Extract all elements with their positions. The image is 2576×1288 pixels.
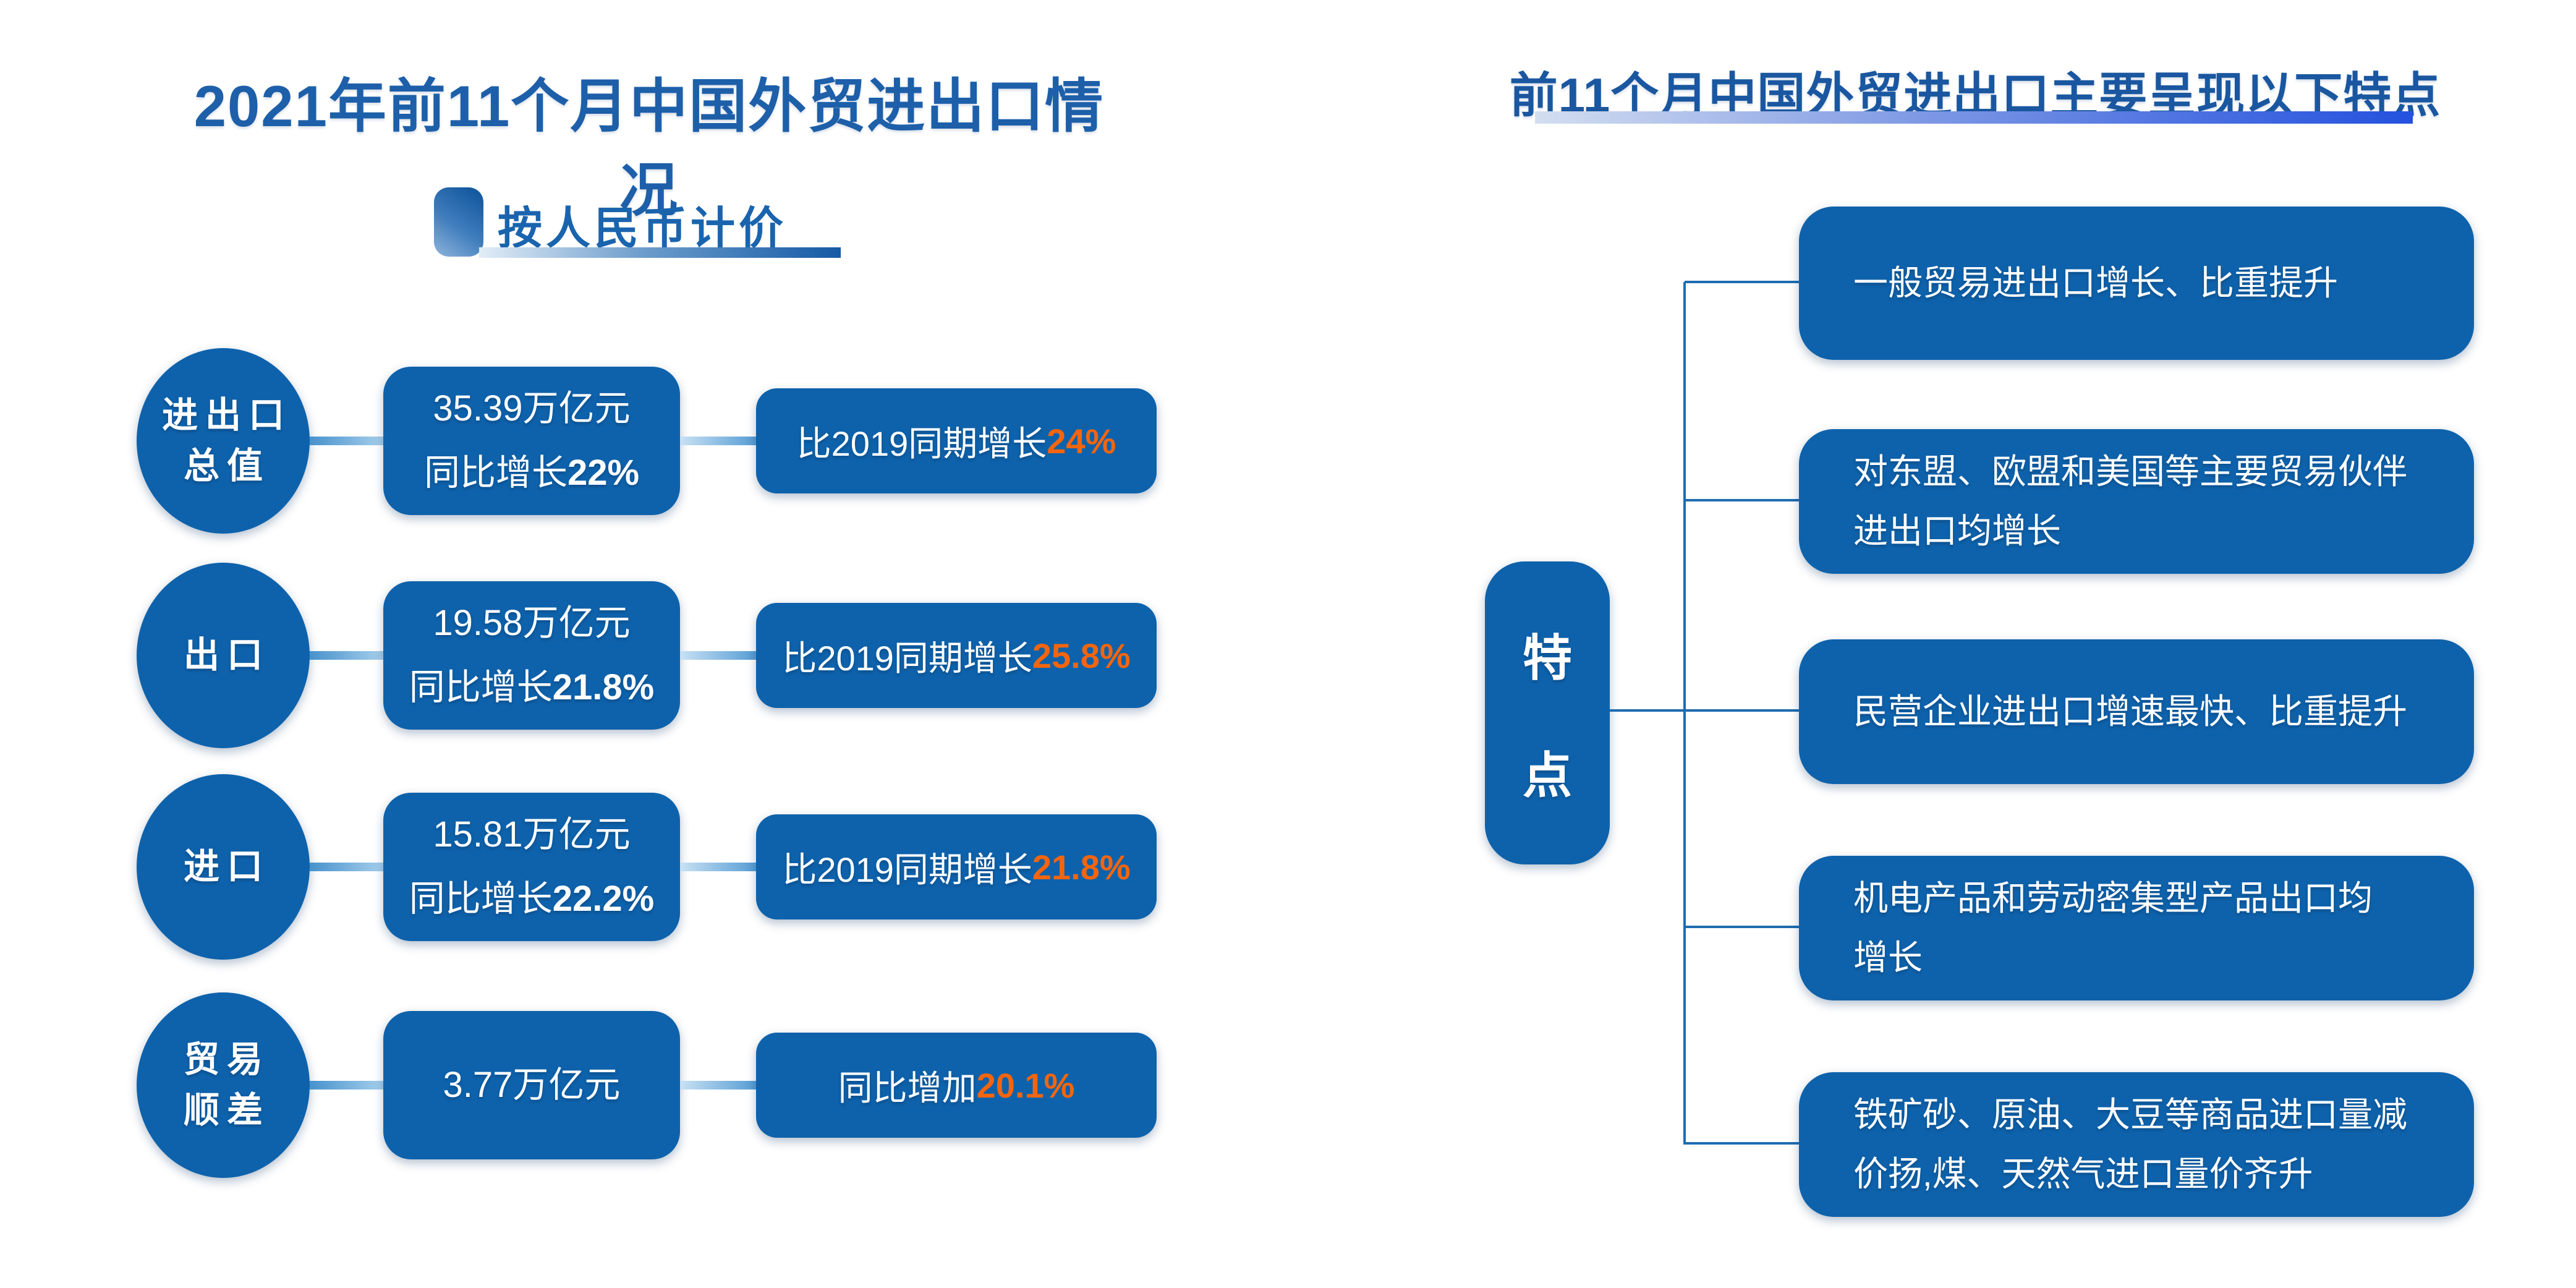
rmb-badge-label: 按人民币计价 bbox=[498, 204, 788, 254]
value-box-surplus: 3.77万亿元 bbox=[383, 1011, 680, 1159]
feature-text-line: 价扬,煤、天然气进口量价齐升 bbox=[1853, 1154, 2313, 1193]
trade-category-circle-surplus: 贸易 顺差 bbox=[137, 992, 310, 1178]
feature-stub-line bbox=[1610, 709, 1799, 712]
value-yoy-number: 22.2% bbox=[552, 879, 655, 919]
feature-stub-line bbox=[1685, 926, 1799, 928]
value-amount: 35.39万亿元 bbox=[433, 388, 631, 429]
feature-stub-line bbox=[1685, 281, 1799, 283]
value-yoy-prefix: 同比增长 bbox=[423, 453, 567, 493]
feature-text-line: 增长 bbox=[1853, 938, 1923, 977]
value-amount: 19.58万亿元 bbox=[433, 603, 631, 643]
feature-text-line: 铁矿砂、原油、大豆等商品进口量减 bbox=[1853, 1095, 2407, 1134]
feature-text-line: 民营企业进出口增速最快、比重提升 bbox=[1853, 692, 2407, 731]
trade-category-circle-import: 进口 bbox=[137, 774, 310, 960]
value-amount: 3.77万亿元 bbox=[443, 1065, 621, 1105]
connector-value-to-comparison bbox=[680, 651, 756, 660]
rmb-badge-icon bbox=[434, 187, 483, 257]
value-box-export: 19.58万亿元 同比增长21.8% bbox=[383, 581, 680, 730]
value-amount: 15.81万亿元 bbox=[433, 814, 631, 855]
connector-circle-to-value bbox=[310, 1081, 383, 1090]
comparison-number: 21.8% bbox=[1032, 847, 1131, 887]
connector-value-to-comparison bbox=[680, 437, 756, 445]
value-yoy: 同比增长22.2% bbox=[409, 867, 654, 931]
feature-stub-line bbox=[1685, 1142, 1799, 1145]
comparison-prefix: 比2019同期增长 bbox=[796, 424, 1047, 463]
comparison-number: 24% bbox=[1047, 421, 1116, 461]
feature-box-4: 机电产品和劳动密集型产品出口均 增长 bbox=[1799, 856, 2474, 1000]
feature-box-1: 一般贸易进出口增长、比重提升 bbox=[1799, 207, 2474, 360]
right-title-underline bbox=[1535, 111, 2413, 124]
trade-category-circle-total: 进出口 总值 bbox=[137, 348, 310, 534]
value-yoy-prefix: 同比增长 bbox=[409, 667, 553, 707]
feature-box-3: 民营企业进出口增速最快、比重提升 bbox=[1799, 639, 2474, 784]
connector-circle-to-value bbox=[310, 863, 383, 871]
connector-circle-to-value bbox=[310, 651, 383, 660]
comparison-number: 20.1% bbox=[976, 1065, 1075, 1105]
feature-box-5: 铁矿砂、原油、大豆等商品进口量减 价扬,煤、天然气进口量价齐升 bbox=[1799, 1072, 2474, 1217]
rmb-badge-underline bbox=[479, 247, 841, 258]
comparison-prefix: 比2019同期增长 bbox=[782, 850, 1032, 889]
trade-category-circle-export: 出口 bbox=[137, 563, 310, 748]
circle-label-line: 进口 bbox=[183, 847, 270, 887]
features-node-char: 点 bbox=[1523, 748, 1572, 803]
connector-circle-to-value bbox=[310, 437, 383, 445]
comparison-prefix: 同比增加 bbox=[838, 1068, 977, 1107]
comparison-prefix: 比2019同期增长 bbox=[782, 638, 1032, 678]
feature-text-line: 机电产品和劳动密集型产品出口均 bbox=[1853, 879, 2373, 918]
value-yoy: 同比增长21.8% bbox=[409, 655, 654, 720]
features-node: 特 点 bbox=[1485, 561, 1610, 864]
value-box-total: 35.39万亿元 同比增长22% bbox=[383, 367, 680, 515]
feature-stub-line bbox=[1685, 499, 1799, 501]
connector-value-to-comparison bbox=[680, 1081, 756, 1090]
circle-label-line: 进出口 bbox=[161, 395, 292, 435]
feature-text-line: 进出口均增长 bbox=[1853, 511, 2061, 550]
circle-label-line: 顺差 bbox=[183, 1090, 270, 1130]
left-title: 2021年前11个月中国外贸进出口情况 bbox=[193, 74, 1105, 223]
circle-label-line: 总值 bbox=[183, 446, 270, 486]
feature-text-line: 对东盟、欧盟和美国等主要贸易伙伴 bbox=[1853, 452, 2407, 491]
circle-label-line: 出口 bbox=[183, 635, 270, 675]
circle-label-line: 贸易 bbox=[183, 1039, 270, 1080]
value-yoy-number: 21.8% bbox=[552, 667, 655, 707]
feature-box-2: 对东盟、欧盟和美国等主要贸易伙伴 进出口均增长 bbox=[1799, 429, 2474, 574]
value-yoy-prefix: 同比增长 bbox=[409, 879, 553, 919]
connector-value-to-comparison bbox=[680, 863, 756, 871]
feature-spine-line bbox=[1683, 282, 1686, 1145]
value-box-import: 15.81万亿元 同比增长22.2% bbox=[383, 793, 680, 941]
features-node-char: 特 bbox=[1523, 631, 1572, 686]
comparison-number: 25.8% bbox=[1032, 636, 1131, 675]
feature-text-line: 一般贸易进出口增长、比重提升 bbox=[1853, 263, 2338, 302]
value-yoy-number: 22% bbox=[567, 453, 640, 493]
value-yoy: 同比增长22% bbox=[424, 441, 639, 505]
